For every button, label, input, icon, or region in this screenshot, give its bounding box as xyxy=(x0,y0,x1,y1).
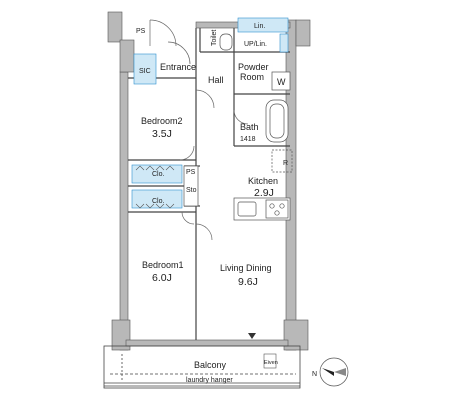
closets xyxy=(131,17,289,209)
label-sic: SIC xyxy=(139,68,151,75)
wall-south xyxy=(125,339,289,347)
wall-east xyxy=(285,19,297,351)
wall-ps-column xyxy=(107,11,123,43)
wall-entry-column xyxy=(119,39,135,73)
label-kitchen: Kitchen xyxy=(248,176,278,186)
label-hall: Hall xyxy=(208,75,224,85)
linen-shelf xyxy=(237,17,289,33)
label-clo-1: Clo. xyxy=(152,171,165,178)
bathtub xyxy=(265,99,289,143)
label-bedroom2-size: 3.5J xyxy=(152,128,172,140)
label-up-lin: UP/Lin. xyxy=(244,41,267,48)
eiven-box xyxy=(263,353,277,369)
label-eiven: Eiven xyxy=(264,360,278,366)
hanger-marks xyxy=(135,165,175,209)
label-living-size: 9.6J xyxy=(238,276,258,288)
wall-west xyxy=(119,71,129,351)
label-toilet: Toilet xyxy=(211,30,218,46)
label-lin: Lin. xyxy=(254,23,265,30)
label-bath-size: 1418 xyxy=(240,136,256,143)
label-powder: Powder xyxy=(238,62,269,72)
label-clo-2: Clo. xyxy=(152,198,165,205)
doors xyxy=(149,19,249,241)
closet-bedroom2 xyxy=(131,164,183,184)
label-bedroom2: Bedroom2 xyxy=(141,116,183,126)
sic-closet xyxy=(133,53,157,85)
fixtures xyxy=(183,33,293,221)
balcony-area xyxy=(103,345,301,389)
label-bedroom1-size: 6.0J xyxy=(152,272,172,284)
closet-bedroom1 xyxy=(131,189,183,209)
wall-sw-column xyxy=(111,319,131,351)
label-ps: PS xyxy=(136,28,146,35)
label-ps-2: PS xyxy=(186,169,196,176)
wall-east-top-column xyxy=(295,19,311,47)
label-bath: Bath xyxy=(240,122,259,132)
labels: PS Toilet Lin. UP/Lin. SIC Entrance Hall… xyxy=(136,23,317,384)
compass-ring xyxy=(319,357,349,387)
label-kitchen-size: 2.9J xyxy=(254,187,274,199)
label-balcony: Balcony xyxy=(194,360,227,370)
label-living-dining: Living Dining xyxy=(220,263,272,273)
label-r: R xyxy=(283,160,288,167)
compass-arrow-light xyxy=(334,368,346,376)
washer-box xyxy=(271,71,291,91)
kitchen-sink xyxy=(237,201,257,217)
label-entrance: Entrance xyxy=(160,62,196,72)
label-room: Room xyxy=(240,72,264,82)
toilet-fixture xyxy=(219,33,233,51)
label-sto: Sto xyxy=(186,187,197,194)
label-north: N xyxy=(312,371,317,378)
compass-arrow-dark xyxy=(322,368,334,376)
north-compass xyxy=(319,357,349,387)
storage-box xyxy=(183,165,199,207)
label-laundry-hanger: laundry hanger xyxy=(186,377,233,384)
label-bedroom1: Bedroom1 xyxy=(142,260,184,270)
linen-closet xyxy=(279,33,289,53)
entrance-door-swing xyxy=(149,19,177,47)
label-w: W xyxy=(277,77,286,87)
entry-marker-triangle xyxy=(248,333,256,339)
